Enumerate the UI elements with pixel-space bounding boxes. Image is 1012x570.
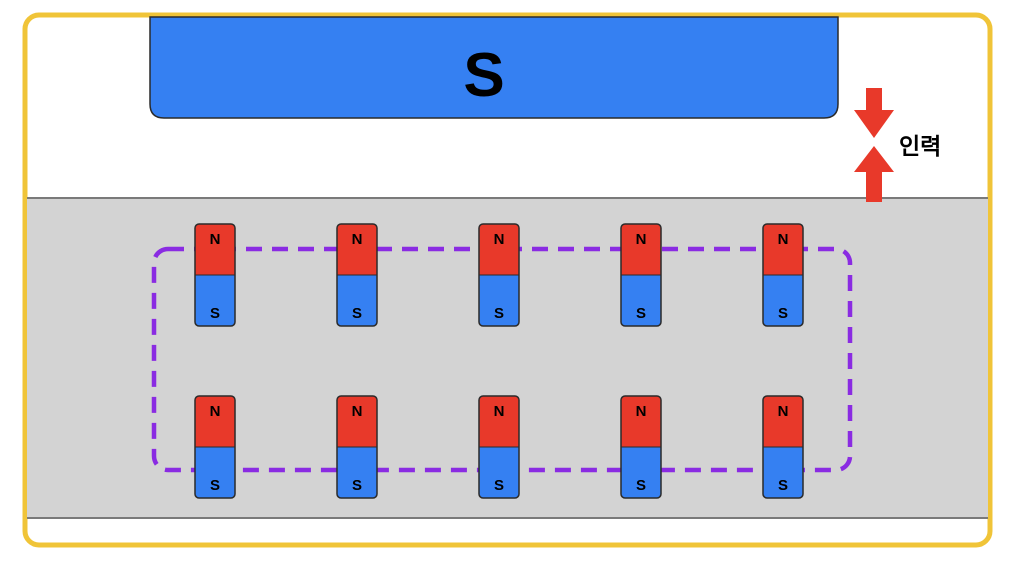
bar-magnet: NS — [478, 223, 520, 327]
north-pole — [621, 396, 661, 447]
down-arrow-icon — [854, 88, 894, 138]
south-pole — [337, 275, 377, 326]
south-label: S — [778, 305, 788, 322]
south-label: S — [494, 305, 504, 322]
north-pole — [479, 396, 519, 447]
north-label: N — [778, 403, 789, 420]
top-s-magnet — [149, 16, 839, 119]
bar-magnet: NS — [194, 223, 236, 327]
north-pole — [337, 224, 377, 275]
north-pole — [479, 224, 519, 275]
south-label: S — [352, 477, 362, 494]
north-label: N — [636, 231, 647, 248]
dashed-boundary — [151, 246, 853, 473]
north-label: N — [352, 231, 363, 248]
force-label: 인력 — [899, 134, 941, 160]
south-pole — [479, 447, 519, 498]
top-magnet-label: S — [463, 41, 504, 110]
north-pole — [195, 396, 235, 447]
north-pole — [337, 396, 377, 447]
south-label: S — [352, 305, 362, 322]
south-label: S — [210, 477, 220, 494]
south-pole — [195, 275, 235, 326]
south-pole — [763, 275, 803, 326]
bar-magnet: NS — [762, 395, 804, 499]
bar-magnet: NS — [620, 223, 662, 327]
bar-magnet: NS — [620, 395, 662, 499]
south-pole — [621, 447, 661, 498]
south-label: S — [636, 477, 646, 494]
north-pole — [763, 396, 803, 447]
south-pole — [337, 447, 377, 498]
south-pole — [621, 275, 661, 326]
north-label: N — [636, 403, 647, 420]
up-arrow-icon — [854, 146, 894, 202]
north-label: N — [210, 403, 221, 420]
south-label: S — [210, 305, 220, 322]
bar-magnet: NS — [478, 395, 520, 499]
south-pole — [479, 275, 519, 326]
north-label: N — [494, 403, 505, 420]
north-label: N — [352, 403, 363, 420]
bar-magnet: NS — [336, 395, 378, 499]
south-label: S — [636, 305, 646, 322]
south-pole — [763, 447, 803, 498]
north-pole — [763, 224, 803, 275]
south-label: S — [494, 477, 504, 494]
north-label: N — [210, 231, 221, 248]
bar-magnet: NS — [762, 223, 804, 327]
south-label: S — [778, 477, 788, 494]
north-label: N — [494, 231, 505, 248]
south-pole — [195, 447, 235, 498]
north-pole — [621, 224, 661, 275]
bar-magnet: NS — [336, 223, 378, 327]
bar-magnet: NS — [194, 395, 236, 499]
north-label: N — [778, 231, 789, 248]
north-pole — [195, 224, 235, 275]
